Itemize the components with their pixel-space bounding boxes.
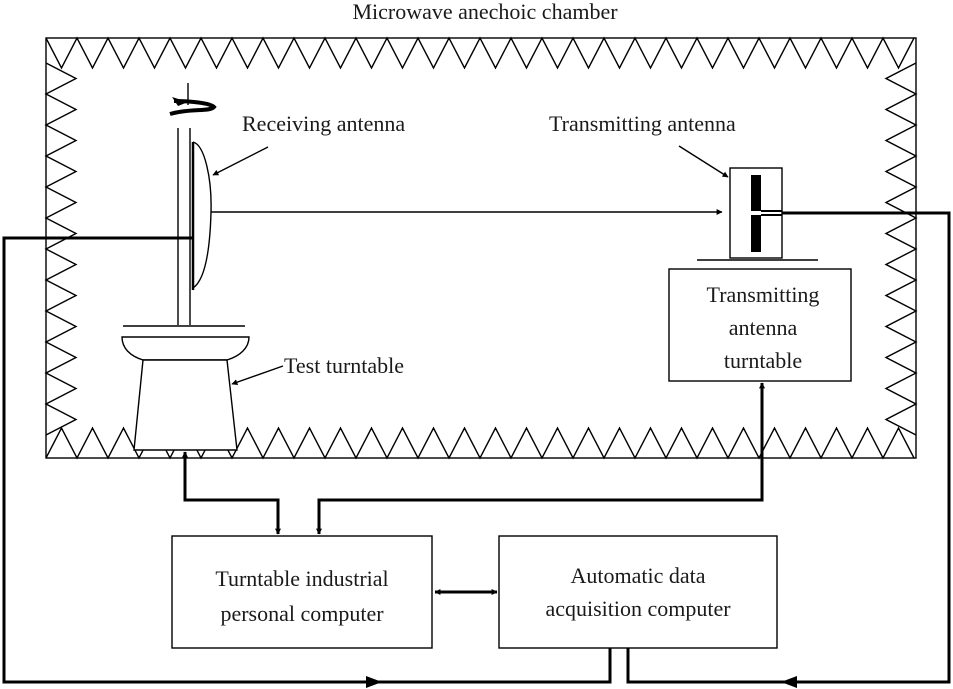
turntable-ipc-line2: personal computer bbox=[220, 601, 384, 626]
chamber-title: Microwave anechoic chamber bbox=[352, 0, 618, 24]
test-turntable-pointer bbox=[231, 365, 284, 386]
ipc-tx-turntable-link bbox=[316, 382, 765, 535]
rx-cable bbox=[2, 236, 612, 684]
turntable-ipc-line1: Turntable industrial bbox=[215, 566, 388, 591]
daq-computer-line1: Automatic data bbox=[570, 563, 705, 588]
ipc-test-turntable-link bbox=[182, 451, 281, 535]
absorber-right bbox=[884, 62, 918, 436]
transmitting-antenna-pointer bbox=[678, 145, 729, 178]
rotation-arrow-icon bbox=[169, 99, 217, 116]
receiving-antenna-pointer bbox=[212, 146, 269, 176]
absorber-left bbox=[44, 62, 78, 436]
tx-turntable-line1: Transmitting bbox=[707, 282, 820, 307]
test-turntable bbox=[121, 325, 250, 451]
test-turntable-label: Test turntable bbox=[284, 353, 404, 378]
receiving-dish bbox=[192, 141, 212, 289]
daq-computer-box bbox=[498, 535, 778, 649]
absorber-top bbox=[45, 36, 915, 70]
turntable-ipc-box bbox=[171, 535, 433, 649]
daq-computer-line2: acquisition computer bbox=[545, 596, 731, 621]
transmitting-antenna-label: Transmitting antenna bbox=[549, 111, 736, 136]
tx-cable bbox=[626, 211, 951, 684]
tx-cable-arrow-icon bbox=[781, 676, 797, 688]
receiving-antenna bbox=[169, 83, 217, 325]
tx-turntable-line3: turntable bbox=[724, 348, 802, 373]
transmitting-antenna bbox=[697, 167, 818, 261]
tx-turntable-line2: antenna bbox=[729, 315, 798, 340]
tx-turntable-box bbox=[668, 268, 852, 382]
receiving-antenna-label: Receiving antenna bbox=[242, 111, 405, 136]
rx-cable-arrow-icon bbox=[366, 676, 382, 688]
